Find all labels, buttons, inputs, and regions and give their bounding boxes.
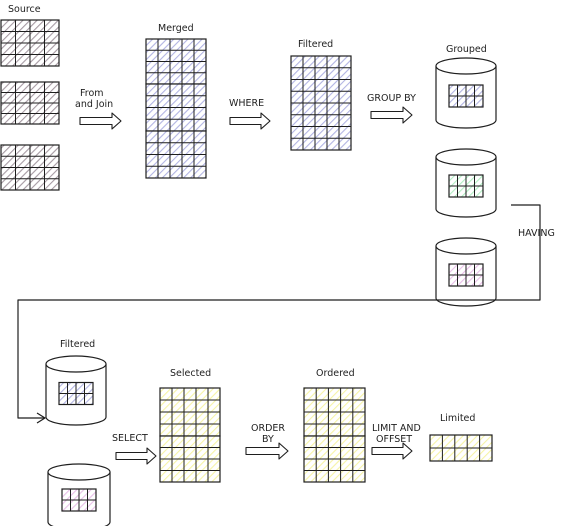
filtered-table-top bbox=[290, 55, 352, 151]
source-table-2 bbox=[0, 81, 60, 125]
grouped-cylinder-green bbox=[435, 148, 497, 218]
label-source: Source bbox=[8, 4, 41, 15]
label-having: HAVING bbox=[518, 228, 555, 239]
source-table-1 bbox=[0, 19, 60, 67]
limited-table bbox=[429, 434, 493, 462]
label-merged: Merged bbox=[158, 23, 194, 34]
label-limit-2: OFFSET bbox=[376, 434, 412, 445]
arrow-select bbox=[115, 447, 157, 465]
source-table-3 bbox=[0, 144, 60, 191]
merged-table-1 bbox=[145, 38, 207, 85]
ordered-table-2 bbox=[303, 435, 366, 483]
selected-table-1 bbox=[159, 387, 221, 437]
label-from-join-2: and Join bbox=[75, 99, 113, 110]
diagram-shapes bbox=[0, 19, 541, 526]
grouped-cylinder bbox=[435, 57, 497, 129]
label-from-join-1: From bbox=[80, 88, 104, 99]
label-where: WHERE bbox=[229, 98, 264, 109]
label-limited: Limited bbox=[440, 413, 475, 424]
arrow-from-join bbox=[79, 112, 122, 130]
label-order-by-1: ORDER bbox=[251, 423, 285, 434]
grouped-cylinder-pink-inner-grid bbox=[448, 263, 484, 287]
label-order-by-2: BY bbox=[262, 434, 274, 445]
label-selected: Selected bbox=[170, 368, 211, 379]
filtered-cylinder-pink bbox=[47, 463, 111, 526]
diagram-labels: Source Merged Filtered Grouped From and … bbox=[8, 4, 555, 445]
label-filtered-top: Filtered bbox=[298, 39, 333, 50]
label-select: SELECT bbox=[112, 433, 148, 444]
label-ordered: Ordered bbox=[316, 368, 355, 379]
selected-table-2 bbox=[159, 435, 221, 483]
arrow-group-by bbox=[370, 106, 413, 124]
grouped-cylinder-green-inner-grid bbox=[448, 174, 484, 198]
label-grouped: Grouped bbox=[446, 44, 487, 55]
grouped-cylinder-inner-grid bbox=[448, 84, 484, 108]
filtered-cylinder-pink-inner-grid bbox=[61, 488, 97, 512]
arrow-limit bbox=[371, 442, 413, 460]
label-limit-1: LIMIT AND bbox=[372, 423, 421, 434]
filtered-cylinder-bottom-inner-grid bbox=[58, 381, 94, 406]
label-filtered-bottom: Filtered bbox=[60, 339, 95, 350]
arrow-where bbox=[229, 112, 271, 130]
grouped-cylinder-pink bbox=[435, 237, 497, 307]
filtered-cylinder-bottom bbox=[45, 355, 107, 426]
ordered-table-1 bbox=[303, 387, 366, 437]
merged-table-2 bbox=[145, 83, 207, 132]
merged-table-3 bbox=[145, 130, 207, 179]
label-group-by: GROUP BY bbox=[367, 93, 416, 104]
having-connector bbox=[17, 204, 541, 424]
arrow-order-by bbox=[245, 442, 289, 460]
